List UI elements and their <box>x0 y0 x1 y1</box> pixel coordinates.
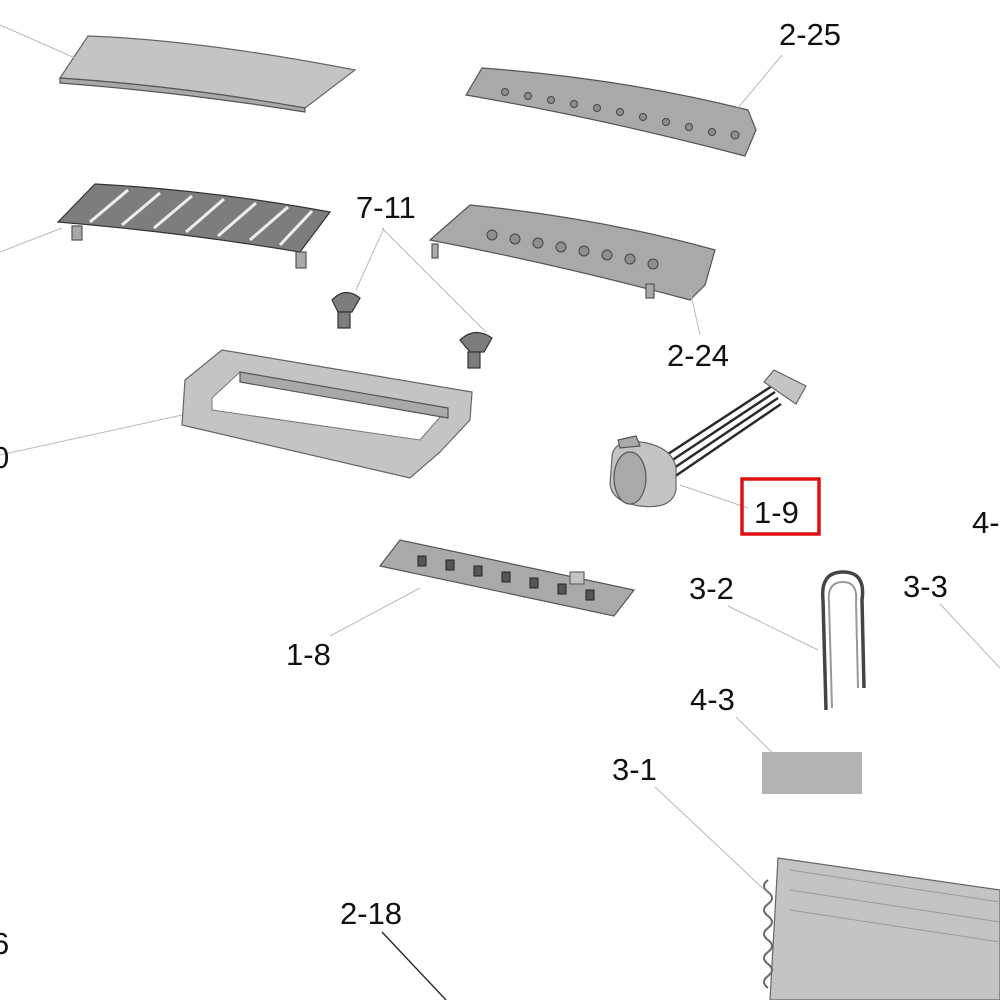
screw-7-11-right <box>459 331 493 369</box>
label-edge-6: 6 <box>0 926 9 961</box>
display-pcb-1-8 <box>378 539 636 617</box>
label-3-1: 3-1 <box>612 752 657 787</box>
label-2-24: 2-24 <box>667 338 729 373</box>
label-2-25: 2-25 <box>779 17 841 52</box>
display-bezel-2-25 <box>465 67 757 157</box>
louvre-grille <box>56 183 332 269</box>
label-3-2: 3-2 <box>689 571 734 606</box>
label-1-9: 1-9 <box>754 495 799 530</box>
label-4-3: 4-3 <box>690 682 735 717</box>
highlight-box <box>740 477 821 536</box>
leader-lines <box>0 24 1000 1000</box>
display-frame <box>181 349 473 479</box>
display-bezel-2-24 <box>428 204 716 301</box>
evaporator-3-1 <box>763 857 1000 1000</box>
highlighted-label-1-9: 1-9 <box>740 477 821 536</box>
label-edge-4: 4- <box>972 505 1000 540</box>
top-cover-panel <box>58 35 357 113</box>
foam-pad-4-3 <box>762 752 862 794</box>
stepper-motor-1-9 <box>609 369 807 508</box>
temperature-sensor-3-2 <box>820 570 866 711</box>
screw-7-11-left <box>331 291 361 329</box>
label-edge-0: 0 <box>0 440 9 475</box>
label-1-8: 1-8 <box>286 637 331 672</box>
label-7-11: 7-11 <box>356 190 416 225</box>
label-3-3: 3-3 <box>903 569 948 604</box>
label-2-18: 2-18 <box>340 896 402 931</box>
